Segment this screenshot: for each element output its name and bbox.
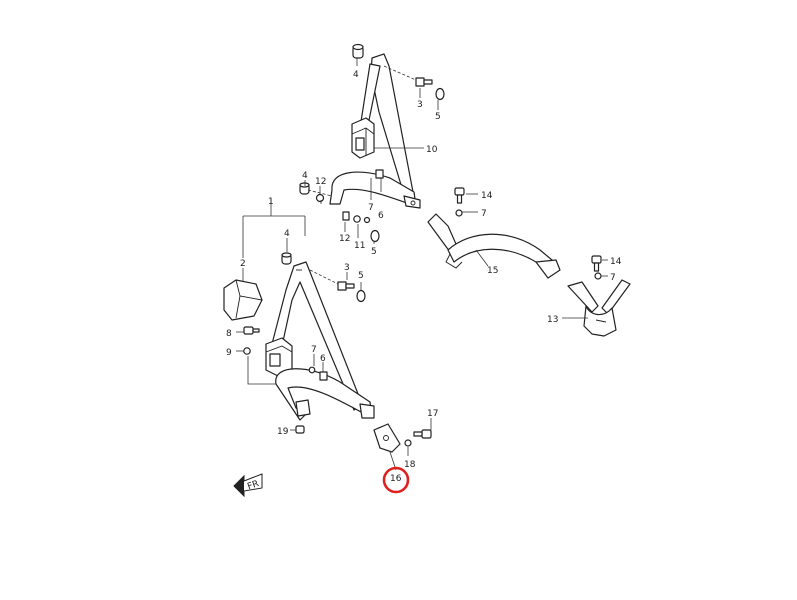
callout-14-center: 14 [481, 191, 493, 201]
washer-12-lower [353, 215, 361, 223]
bolt-19 [295, 425, 305, 434]
callout-labels: 1 2 4 4 3 5 10 4 12 7 6 12 11 14 7 15 14… [226, 70, 622, 484]
callout-10: 10 [426, 145, 438, 155]
anchor-plate-16 [373, 423, 401, 453]
callout-1: 1 [268, 197, 274, 207]
washer-9 [243, 347, 251, 355]
callout-4-lower: 4 [284, 229, 290, 239]
front-marker-label: FR [246, 479, 260, 492]
callout-12-lower: 12 [339, 234, 350, 244]
callout-7-buckle: 7 [610, 273, 616, 283]
callout-5-lower: 5 [358, 271, 364, 281]
callout-8: 8 [226, 329, 232, 339]
bolt-17 [413, 429, 432, 439]
front-direction-marker: FR [233, 473, 263, 498]
upper-retractor [351, 117, 375, 159]
bolt-6-lower [319, 371, 328, 381]
cap-4-lower [281, 252, 292, 265]
callout-7-center: 7 [481, 209, 487, 219]
anchor-cap-top [352, 43, 364, 59]
washer-7-upper [363, 216, 371, 224]
callout-6-upper: 6 [378, 211, 384, 221]
bolt-8 [243, 326, 260, 335]
bolt-14-buckle [591, 255, 602, 272]
callout-14-buckle: 14 [610, 257, 622, 267]
upper-seat-belt-assembly [329, 43, 445, 209]
bolt-11 [342, 211, 350, 221]
callout-3-upper: 3 [417, 100, 423, 110]
rear-center-belt [427, 187, 561, 279]
callout-9: 9 [226, 348, 232, 358]
callout-19: 19 [277, 427, 289, 437]
washer-7-buckle [594, 272, 602, 280]
callout-4-top: 4 [353, 70, 359, 80]
bolt-3-upper [415, 77, 433, 87]
callout-5-middle: 5 [371, 247, 377, 257]
callout-3-lower: 3 [344, 263, 350, 273]
cover-cap-5-middle [370, 229, 380, 243]
callout-11: 11 [354, 241, 365, 251]
guide-cover-2 [223, 279, 263, 321]
cap-4-upper [299, 182, 310, 195]
callout-17: 17 [427, 409, 438, 419]
callout-12-upper: 12 [315, 177, 326, 187]
leader-lines [236, 58, 608, 471]
callout-2: 2 [240, 259, 246, 269]
washer-18 [404, 439, 412, 447]
callout-7-upper: 7 [368, 203, 374, 213]
buckle-assembly [567, 255, 631, 337]
cover-cap-5-lower [356, 289, 366, 303]
washer-7-lower [308, 366, 316, 374]
washer-12-upper [315, 193, 325, 203]
bolt-14-center [454, 187, 465, 204]
cover-cap-5-upper [435, 87, 445, 101]
callout-4-middle: 4 [302, 171, 308, 181]
callout-13: 13 [547, 315, 558, 325]
callout-18: 18 [404, 460, 416, 470]
bolt-6-upper [375, 169, 384, 179]
callout-16: 16 [390, 474, 402, 484]
callout-15: 15 [487, 266, 498, 276]
callout-5-upper: 5 [435, 112, 441, 122]
callout-6-lower: 6 [320, 354, 326, 364]
lower-belt-webbing [271, 261, 363, 411]
center-belt-webbing [447, 233, 553, 273]
washer-7-center [455, 209, 463, 217]
highlight-circle-part-16 [382, 466, 410, 494]
upper-fasteners [299, 169, 384, 243]
callout-7-lower: 7 [311, 345, 317, 355]
bolt-3-lower [337, 281, 355, 291]
